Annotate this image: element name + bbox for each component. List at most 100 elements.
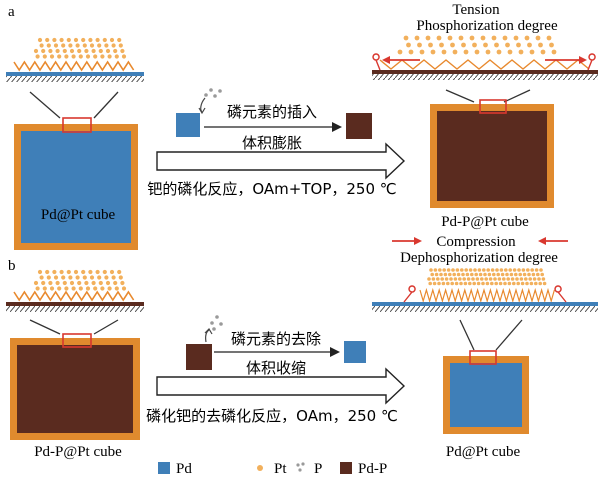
p-atoms-icon bbox=[198, 88, 222, 115]
pdp-small-square bbox=[346, 113, 372, 139]
pt-atom bbox=[452, 272, 457, 277]
pt-atom bbox=[118, 43, 123, 48]
pt-atom bbox=[61, 275, 66, 280]
pt-atom bbox=[483, 272, 487, 277]
pt-atom bbox=[507, 281, 512, 286]
pt-atom bbox=[541, 277, 546, 281]
pt-atom bbox=[37, 269, 43, 275]
legend-label-pd: Pd bbox=[176, 461, 192, 477]
pt-atom bbox=[478, 272, 483, 277]
pt-atom bbox=[524, 277, 528, 281]
pt-atom bbox=[492, 272, 496, 277]
pt-atom bbox=[430, 272, 435, 277]
substrate-hatch bbox=[372, 74, 598, 80]
pt-atom bbox=[461, 272, 465, 277]
pt-atom bbox=[500, 272, 505, 277]
pt-atom bbox=[534, 268, 539, 272]
zoom-line bbox=[93, 91, 119, 119]
process-arrow bbox=[156, 367, 406, 405]
pt-atom bbox=[538, 42, 543, 48]
pt-atom bbox=[454, 281, 459, 286]
pt-atom bbox=[524, 35, 530, 41]
pt-atom bbox=[551, 49, 557, 55]
pt-atom bbox=[450, 42, 455, 48]
pt-atom bbox=[536, 272, 540, 277]
pt-atom bbox=[485, 49, 491, 55]
pt-atom bbox=[472, 42, 477, 48]
pt-atom bbox=[526, 268, 530, 272]
pt-atom bbox=[49, 54, 55, 59]
pt-atom bbox=[95, 37, 100, 43]
pt-atom bbox=[518, 272, 522, 277]
pt-atom bbox=[483, 42, 488, 48]
pt-atom bbox=[84, 280, 89, 286]
arrow-label-removal: 磷元素的去除 bbox=[231, 330, 321, 348]
pt-atom bbox=[117, 37, 122, 43]
pt-atom bbox=[109, 269, 115, 275]
process-condition-a: 钯的磷化反应，OAm+TOP，250 ℃ bbox=[147, 180, 396, 198]
process-condition-b: 磷化钯的去磷化反应，OAm，250 ℃ bbox=[146, 407, 398, 425]
pt-atom bbox=[460, 268, 464, 272]
pt-atom bbox=[507, 49, 513, 55]
pt-atom bbox=[62, 280, 67, 286]
pt-atom bbox=[488, 277, 493, 281]
pt-atom bbox=[537, 277, 541, 281]
pt-atom bbox=[449, 277, 453, 281]
zoom-line bbox=[459, 319, 475, 351]
arrow-label-insertion: 磷元素的插入 bbox=[227, 103, 317, 121]
pd-pt-cube bbox=[14, 117, 138, 250]
pt-atom bbox=[48, 280, 53, 286]
pt-atom bbox=[452, 49, 458, 55]
pt-atom bbox=[504, 268, 508, 272]
pt-atom bbox=[439, 42, 444, 48]
pt-atom bbox=[121, 54, 127, 59]
pdp-base-line bbox=[6, 302, 144, 306]
pt-atom bbox=[111, 43, 116, 48]
pt-atom bbox=[46, 43, 51, 48]
pt-atom bbox=[546, 35, 552, 41]
pt-atom bbox=[474, 49, 480, 55]
legend-swatch-p bbox=[296, 463, 300, 467]
pt-atom bbox=[82, 275, 87, 280]
pt-atom bbox=[59, 37, 64, 43]
panel-a-right-surface bbox=[372, 35, 598, 80]
zoom-line bbox=[93, 319, 119, 335]
anchor-hook-left bbox=[403, 285, 416, 303]
pd-core bbox=[21, 131, 131, 243]
pt-atom bbox=[472, 281, 477, 286]
pt-atom bbox=[443, 272, 448, 277]
pt-atom bbox=[433, 268, 438, 272]
pt-atom bbox=[531, 272, 536, 277]
pt-atom bbox=[91, 280, 96, 286]
pt-atom bbox=[468, 281, 472, 286]
pt-atom bbox=[502, 35, 508, 41]
pt-atom bbox=[517, 268, 521, 272]
legend-label-pt: Pt bbox=[274, 461, 287, 477]
pt-atom bbox=[499, 268, 504, 272]
pt-atom bbox=[88, 269, 93, 275]
pt-atom bbox=[39, 43, 44, 48]
pt-atom bbox=[81, 37, 86, 43]
pt-atom bbox=[53, 275, 59, 280]
pt-atom bbox=[461, 42, 466, 48]
pt-atom bbox=[438, 268, 442, 272]
pt-atom bbox=[77, 280, 82, 286]
pt-atom-layer bbox=[33, 269, 127, 291]
pt-atom bbox=[436, 277, 440, 281]
substrate-hatch bbox=[6, 76, 144, 82]
pd-pt-cube-right bbox=[443, 350, 529, 434]
pt-atom bbox=[509, 272, 514, 277]
pd-core bbox=[450, 363, 522, 427]
pt-atom bbox=[397, 49, 403, 55]
legend-swatch-pt bbox=[257, 465, 263, 471]
pt-atom-layer bbox=[397, 35, 557, 55]
pt-atom bbox=[442, 268, 447, 272]
pt-atom bbox=[105, 280, 111, 286]
zoom-line bbox=[445, 89, 475, 103]
pt-atom bbox=[55, 280, 60, 286]
pt-atom bbox=[42, 286, 47, 291]
pt-atom bbox=[506, 277, 511, 281]
pt-atom bbox=[71, 286, 76, 291]
pt-atom bbox=[102, 269, 107, 275]
